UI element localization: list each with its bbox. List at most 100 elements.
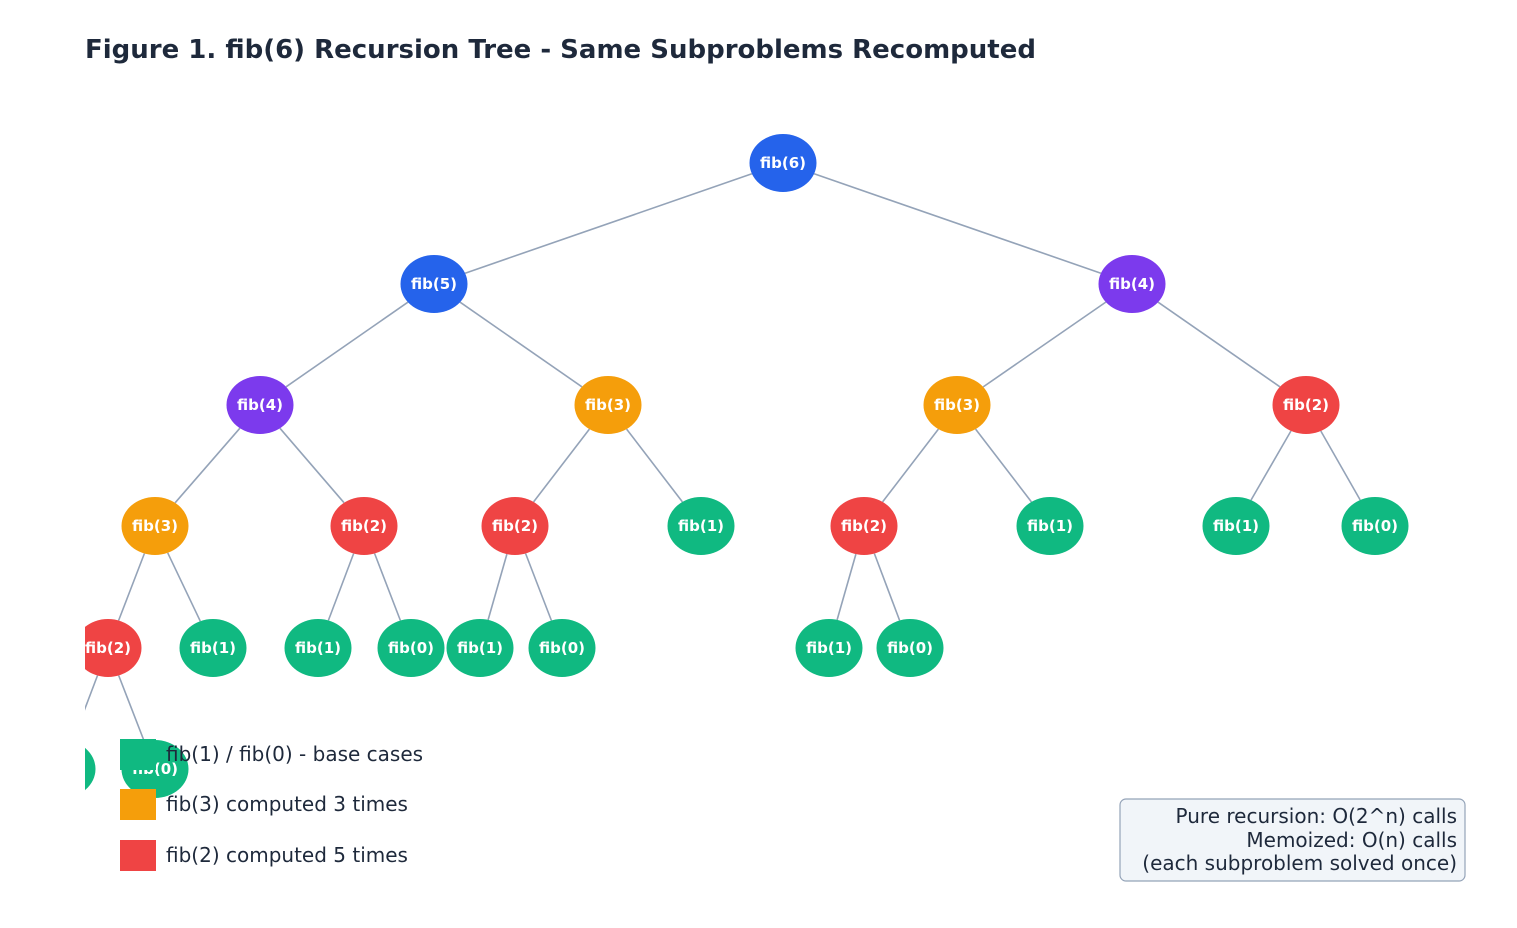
tree-node-label: fib(3) — [934, 396, 980, 414]
tree-node-circle — [923, 376, 991, 434]
tree-node-n7: fib(3) — [121, 497, 189, 555]
tree-node-circle — [667, 497, 735, 555]
tree-node-label: fib(3) — [132, 517, 178, 535]
tree-node-circle — [1098, 255, 1166, 313]
tree-edge-n0-n1 — [464, 173, 753, 274]
legend-label-fib2: fib(2) computed 5 times — [166, 843, 408, 867]
tree-edge-n2-n5 — [982, 301, 1107, 388]
tree-node-circle — [795, 619, 863, 677]
tree-node-label: fib(1) — [457, 639, 503, 657]
note-line-memoized: Memoized: O(n) calls — [1246, 828, 1457, 852]
tree-node-label: fib(4) — [237, 396, 283, 414]
tree-node-label: fib(5) — [411, 275, 457, 293]
tree-node-circle — [1341, 497, 1409, 555]
tree-node-n2: fib(4) — [1098, 255, 1166, 313]
tree-node-n23: fib(1) — [39, 747, 96, 791]
note-line-pure-recursion: Pure recursion: O(2^n) calls — [1176, 804, 1457, 828]
tree-edge-n8-n17 — [327, 553, 355, 621]
complexity-note: Pure recursion: O(2^n) calls Memoized: O… — [1119, 798, 1466, 882]
tree-node-circle — [1272, 376, 1340, 434]
tree-node-n17: fib(1) — [284, 619, 352, 677]
tree-node-circle — [284, 619, 352, 677]
tree-node-circle — [121, 497, 189, 555]
tree-node-n5: fib(3) — [923, 376, 991, 434]
legend-swatch-fib3 — [120, 789, 156, 820]
tree-node-n4: fib(3) — [574, 376, 642, 434]
legend-swatch-fib2 — [120, 840, 156, 871]
tree-node-circle — [226, 376, 294, 434]
tree-node-n22: fib(0) — [876, 619, 944, 677]
tree-nodes: fib(6) fib(5) fib(4) fib(4) fib(3) fib(3) fib(… — [39, 134, 1409, 798]
tree-node-label: fib(1) — [1027, 517, 1073, 535]
note-line-subproblem: (each subproblem solved once) — [1142, 851, 1457, 875]
tree-node-n14: fib(0) — [1341, 497, 1409, 555]
tree-node-n11: fib(2) — [830, 497, 898, 555]
tree-edge-n1-n4 — [459, 301, 583, 388]
tree-edge-n11-n21 — [836, 553, 857, 621]
tree-node-circle — [179, 619, 247, 677]
tree-node-circle — [528, 619, 596, 677]
tree-node-label: fib(2) — [492, 517, 538, 535]
tree-node-label: fib(0) — [539, 639, 585, 657]
tree-node-circle — [749, 134, 817, 192]
tree-node-n13: fib(1) — [1202, 497, 1270, 555]
tree-edge-n15-n24 — [117, 675, 146, 742]
tree-edge-n11-n22 — [873, 553, 901, 621]
tree-edge-n6-n14 — [1320, 430, 1361, 501]
tree-edge-n9-n19 — [487, 553, 508, 621]
tree-node-circle — [481, 497, 549, 555]
tree-node-label: fib(1) — [295, 639, 341, 657]
tree-node-label: fib(1) — [1213, 517, 1259, 535]
tree-node-n9: fib(2) — [481, 497, 549, 555]
tree-edge-n4-n10 — [625, 428, 684, 503]
tree-edges — [85, 173, 1361, 742]
legend-item-fib2: fib(2) computed 5 times — [120, 840, 408, 871]
tree-node-circle — [830, 497, 898, 555]
tree-node-n12: fib(1) — [1016, 497, 1084, 555]
tree-node-circle — [330, 497, 398, 555]
figure-title: Figure 1. fib(6) Recursion Tree - Same S… — [85, 35, 1036, 65]
tree-node-label: fib(2) — [85, 639, 131, 657]
tree-node-n0: fib(6) — [749, 134, 817, 192]
tree-node-n16: fib(1) — [179, 619, 247, 677]
tree-node-label: fib(0) — [1352, 517, 1398, 535]
recursion-tree: fib(6) fib(5) fib(4) fib(4) fib(3) fib(3) fib(… — [39, 134, 1409, 798]
legend: fib(1) / fib(0) - base cases fib(3) comp… — [120, 739, 423, 871]
tree-node-circle — [1202, 497, 1270, 555]
tree-node-n10: fib(1) — [667, 497, 735, 555]
tree-node-n6: fib(2) — [1272, 376, 1340, 434]
tree-node-n19: fib(1) — [446, 619, 514, 677]
tree-node-label: fib(1) — [39, 760, 85, 778]
tree-node-label: fib(2) — [341, 517, 387, 535]
tree-node-circle — [1016, 497, 1084, 555]
legend-label-base-cases: fib(1) / fib(0) - base cases — [166, 742, 423, 766]
tree-node-circle — [85, 747, 96, 791]
tree-edge-n3-n7 — [174, 427, 241, 504]
tree-node-n15: fib(2) — [85, 619, 142, 677]
legend-swatch-base-cases — [120, 739, 156, 770]
tree-edge-n1-n3 — [285, 301, 409, 388]
tree-edge-n5-n11 — [881, 428, 940, 503]
tree-edge-n6-n13 — [1250, 430, 1292, 501]
tree-node-circle — [400, 255, 468, 313]
tree-node-circle — [574, 376, 642, 434]
tree-node-n20: fib(0) — [528, 619, 596, 677]
tree-edge-n5-n12 — [974, 428, 1033, 503]
tree-node-label: fib(4) — [1109, 275, 1155, 293]
tree-node-label: fib(0) — [887, 639, 933, 657]
tree-node-label: fib(2) — [1283, 396, 1329, 414]
tree-node-n21: fib(1) — [795, 619, 863, 677]
tree-edge-n7-n15 — [117, 553, 146, 621]
tree-edge-n3-n8 — [279, 427, 345, 504]
tree-node-circle — [85, 619, 142, 677]
tree-node-n8: fib(2) — [330, 497, 398, 555]
tree-edge-n9-n20 — [524, 553, 553, 621]
legend-label-fib3: fib(3) computed 3 times — [166, 792, 408, 816]
tree-node-circle — [876, 619, 944, 677]
tree-node-label: fib(1) — [806, 639, 852, 657]
tree-edge-n15-n23 — [85, 675, 99, 711]
tree-node-n1: fib(5) — [400, 255, 468, 313]
tree-node-n3: fib(4) — [226, 376, 294, 434]
tree-edge-n8-n18 — [373, 553, 402, 621]
